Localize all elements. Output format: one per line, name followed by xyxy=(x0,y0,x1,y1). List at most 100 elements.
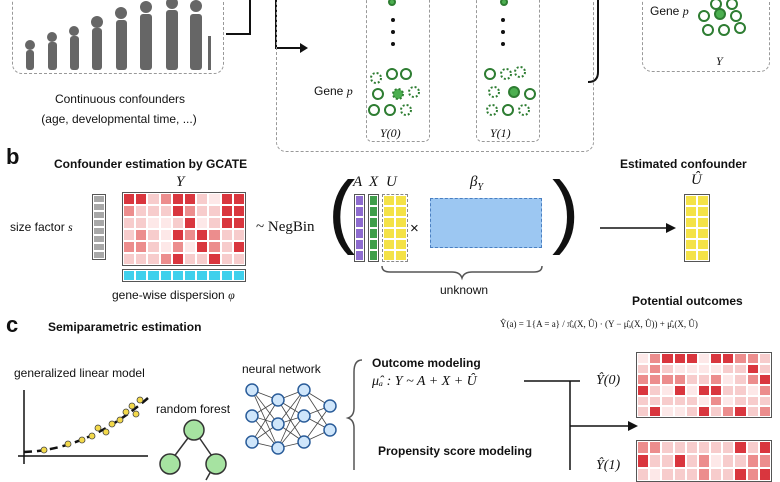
matrix-cell xyxy=(147,241,160,253)
matrix-cell xyxy=(232,229,245,241)
matrix-cell xyxy=(697,228,709,239)
u-columns xyxy=(382,194,408,262)
matrix-cell xyxy=(673,353,686,364)
matrix-cell xyxy=(637,384,650,396)
matrix-cell xyxy=(710,363,723,375)
matrix-cell xyxy=(685,206,697,217)
matrix-cell xyxy=(208,229,221,241)
unknown-label: unknown xyxy=(440,283,489,297)
matrix-cell xyxy=(220,229,233,241)
panel-b-title: Confounder estimation by GCATE xyxy=(54,157,248,171)
estimated-u-matrix xyxy=(684,194,710,262)
nn-node xyxy=(297,409,311,423)
matrix-cell xyxy=(661,363,674,375)
matrix-cell xyxy=(758,353,771,364)
random-forest-label: random forest xyxy=(156,402,231,416)
matrix-cell xyxy=(135,205,148,217)
matrix-cell xyxy=(183,193,197,205)
matrix-cell xyxy=(722,406,735,417)
matrix-cell xyxy=(208,193,221,205)
matrix-cell xyxy=(171,229,184,241)
matrix-cell xyxy=(171,193,184,205)
matrix-cell xyxy=(159,253,172,265)
matrix-cell xyxy=(369,228,378,239)
matrix-cell xyxy=(232,217,245,229)
matrix-cell xyxy=(637,395,650,407)
matrix-cell xyxy=(123,217,136,229)
matrix-cell xyxy=(758,395,771,407)
matrix-cell xyxy=(685,250,697,261)
matrix-cell xyxy=(135,270,148,281)
nn-edge xyxy=(251,399,279,443)
beta-label: βY xyxy=(470,174,484,193)
matrix-cell xyxy=(196,229,209,241)
unknown-brace xyxy=(381,265,543,281)
matrix-cell xyxy=(661,395,674,407)
nn-node xyxy=(245,435,259,449)
matrix-cell xyxy=(355,195,364,206)
matrix-cell xyxy=(93,195,105,203)
matrix-cell xyxy=(746,353,759,364)
u-hat-label: Û xyxy=(691,172,702,188)
matrix-cell xyxy=(395,239,407,250)
panel-b-letter: b xyxy=(6,144,20,169)
matrix-cell xyxy=(147,270,160,281)
nn-edge xyxy=(277,389,305,449)
matrix-cell xyxy=(697,395,711,407)
nn-edge xyxy=(303,389,331,431)
matrix-cell xyxy=(685,406,698,417)
y0-hat-matrix xyxy=(636,352,772,418)
matrix-cell xyxy=(232,193,245,205)
matrix-cell xyxy=(93,211,105,219)
gene-p-label-2: Gene p xyxy=(650,4,689,18)
nn-node xyxy=(297,435,311,449)
matrix-cell xyxy=(232,253,245,265)
matrix-cell xyxy=(697,250,709,261)
matrix-cell xyxy=(220,253,233,265)
matrix-cell xyxy=(183,241,197,253)
matrix-cell xyxy=(369,217,378,228)
matrix-cell xyxy=(395,206,407,217)
matrix-cell xyxy=(159,270,172,281)
matrix-cell xyxy=(183,229,197,241)
matrix-cell xyxy=(171,205,184,217)
matrix-cell xyxy=(649,384,662,396)
beta-matrix xyxy=(430,198,542,248)
matrix-cell xyxy=(697,374,711,385)
matrix-cell xyxy=(685,454,698,468)
matrix-cell xyxy=(637,454,650,468)
y-matrix-label: Y xyxy=(176,174,185,190)
matrix-cell xyxy=(649,353,662,364)
glm-label: generalized linear model xyxy=(14,366,145,380)
confounder-label: Continuous confounders xyxy=(54,92,186,106)
matrix-cell xyxy=(685,441,698,455)
u-label: U xyxy=(386,174,397,190)
matrix-cell xyxy=(685,228,697,239)
matrix-cell xyxy=(123,253,136,265)
confounder-box xyxy=(12,0,224,74)
matrix-cell xyxy=(383,206,395,217)
matrix-cell xyxy=(722,395,735,407)
propensity-modeling-title: Propensity score modeling xyxy=(378,444,533,458)
matrix-cell xyxy=(758,384,771,396)
matrix-cell xyxy=(697,217,709,228)
matrix-cell xyxy=(649,363,662,375)
matrix-cell xyxy=(649,374,662,385)
matrix-cell xyxy=(159,229,172,241)
matrix-cell xyxy=(171,270,184,281)
matrix-cell xyxy=(661,441,674,455)
matrix-cell xyxy=(758,374,771,385)
matrix-cell xyxy=(722,374,735,385)
matrix-cell xyxy=(196,241,209,253)
matrix-cell xyxy=(147,193,160,205)
matrix-cell xyxy=(183,253,197,265)
matrix-cell xyxy=(220,217,233,229)
matrix-cell xyxy=(220,270,233,281)
matrix-cell xyxy=(196,193,209,205)
matrix-cell xyxy=(171,217,184,229)
matrix-cell xyxy=(697,454,711,468)
matrix-cell xyxy=(697,239,709,250)
matrix-cell xyxy=(123,193,136,205)
matrix-cell xyxy=(758,363,771,375)
matrix-cell xyxy=(232,241,245,253)
